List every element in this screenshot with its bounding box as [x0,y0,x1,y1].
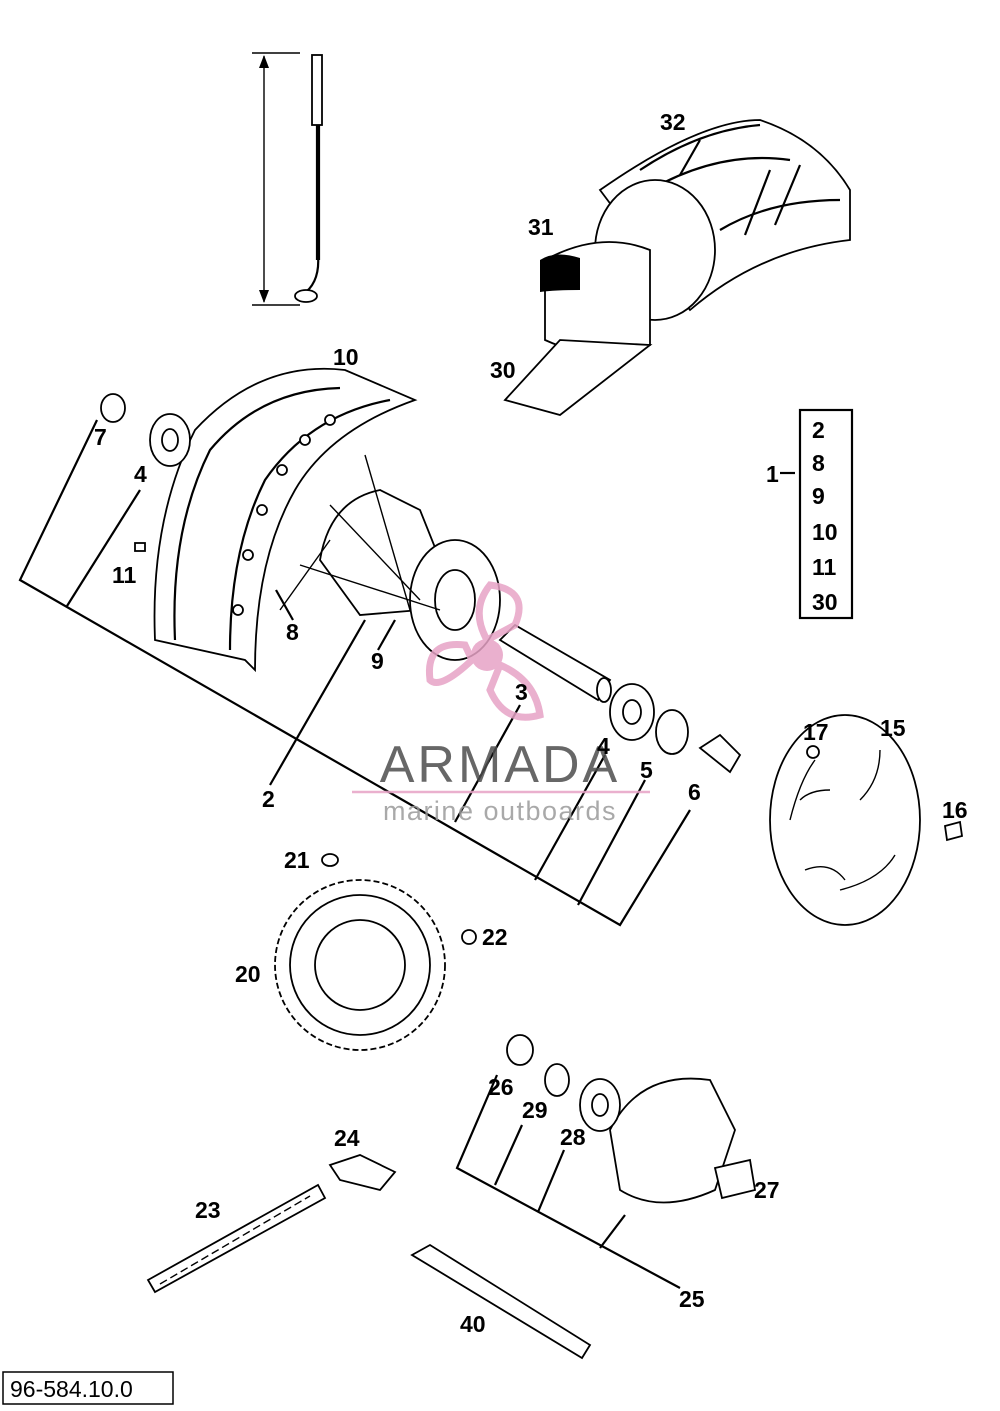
armada-watermark: ARMADA marine outboards [352,581,650,826]
bearings-drawing [100,393,742,774]
assembly-box-item: 10 [812,519,838,545]
callout-5: 5 [640,757,653,783]
assembly-box-item: 9 [812,483,825,509]
tire-tube-drawing [503,119,851,416]
callout-20: 20 [235,961,261,987]
leader-lines [18,419,795,1289]
propeller-logo [425,581,544,721]
callout-30: 30 [490,357,516,383]
callout-25: 25 [679,1286,705,1312]
callouts: 32 31 30 10 7 4 11 8 9 3 2 4 5 6 1 17 15… [94,109,968,1337]
callout-28: 28 [560,1124,586,1150]
callout-8: 8 [286,619,299,645]
callout-6: 6 [688,779,701,805]
callout-32: 32 [660,109,686,135]
assembly-box-item: 11 [812,554,837,580]
reference-number-box: 96-584.10.0 [2,1371,174,1405]
callout-4-right: 4 [597,733,610,759]
assembly-box-item: 8 [812,450,825,476]
sprocket-drawing [274,853,477,1051]
callout-27: 27 [754,1177,780,1203]
callout-10: 10 [333,344,359,370]
callout-17: 17 [803,719,829,745]
callout-15: 15 [880,715,906,741]
callout-16: 16 [942,797,968,823]
callout-24: 24 [334,1125,360,1151]
callout-23: 23 [195,1197,221,1223]
callout-7: 7 [94,424,107,450]
callout-21: 21 [284,847,310,873]
watermark-brand: ARMADA [380,736,620,794]
carrier-drawing [410,1034,757,1360]
spoke-drawing [252,52,323,306]
assembly-box-item: 30 [812,589,838,615]
callout-26: 26 [488,1074,514,1100]
callout-11: 11 [112,562,137,588]
rim-drawing [153,367,418,673]
callout-9: 9 [371,648,384,674]
callout-29: 29 [522,1097,548,1123]
callout-31: 31 [528,214,554,240]
chain-drawing [146,1154,397,1294]
callout-40: 40 [460,1311,486,1337]
callout-4-left: 4 [134,461,147,487]
assembly-box-item: 2 [812,417,825,443]
assembly-box: 2 8 9 10 11 30 [798,408,854,620]
hub-drawing [279,454,501,661]
watermark-tagline: marine outboards [383,796,617,826]
callout-3: 3 [515,679,528,705]
reference-number: 96-584.10.0 [10,1376,133,1402]
brake-disc-drawing [769,714,964,926]
callout-22: 22 [482,924,508,950]
callout-1: 1 [766,461,779,487]
callout-2: 2 [262,786,275,812]
